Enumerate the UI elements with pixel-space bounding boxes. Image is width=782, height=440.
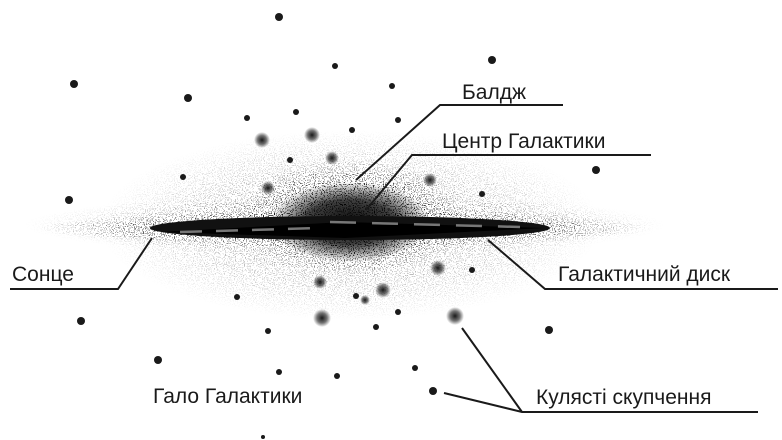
bulge-label: Балдж bbox=[462, 81, 526, 104]
globular-clusters bbox=[254, 127, 464, 327]
globular-clusters-leader-line-2 bbox=[443, 392, 758, 413]
leader-lines bbox=[10, 104, 778, 413]
galactic-disk bbox=[40, 210, 650, 246]
globular-clusters-leader-line-1 bbox=[461, 327, 523, 413]
bulge-leader-line bbox=[355, 104, 563, 181]
sun-leader-line bbox=[10, 237, 153, 290]
galactic-halo-label: Гало Галактики bbox=[153, 385, 302, 408]
galactic-disk-leader-line bbox=[487, 239, 778, 290]
halo-stars bbox=[65, 13, 600, 439]
galactic-center-label: Центр Галактики bbox=[442, 130, 605, 153]
sun-label: Сонце bbox=[12, 263, 74, 286]
galactic-center-leader-line bbox=[365, 154, 651, 211]
galactic-disk-label: Галактичний диск bbox=[558, 263, 731, 286]
globular-clusters-label: Кулясті скупчення bbox=[536, 386, 712, 409]
diagram-labels: Балдж Центр Галактики Сонце Галактичний … bbox=[12, 81, 731, 409]
